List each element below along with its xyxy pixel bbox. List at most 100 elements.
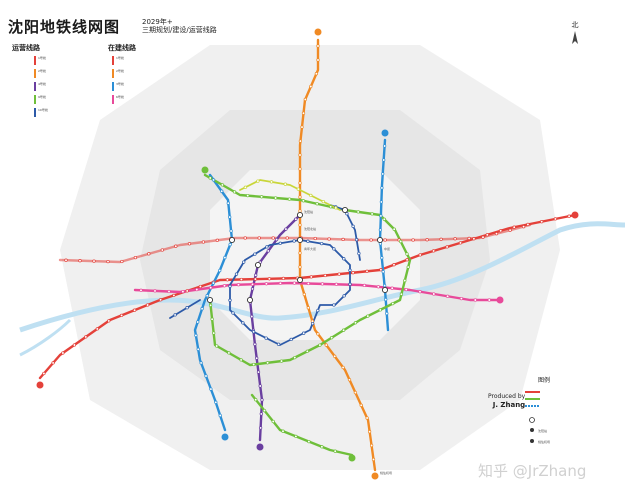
- station-dot: [222, 284, 227, 288]
- station-dot: [526, 222, 530, 227]
- north-arrow: 北: [571, 20, 579, 48]
- station-dot: [334, 282, 339, 286]
- station-dot: [106, 259, 110, 264]
- station-dot: [306, 239, 310, 243]
- station-dot: [481, 235, 485, 239]
- construction-line-swatch: [112, 95, 114, 104]
- station-dot: [302, 292, 306, 297]
- operating-line-name: 2号线: [38, 69, 46, 73]
- station-dot: [384, 297, 388, 302]
- station-dot: [185, 306, 189, 310]
- hun-river: [19, 221, 625, 333]
- station-dot: [254, 273, 258, 277]
- station-dot: [298, 167, 302, 171]
- watermark: 知乎 @JrZhang: [478, 462, 587, 480]
- station-dot: [228, 284, 232, 288]
- station-dot: [357, 251, 361, 256]
- station-dot: [303, 97, 307, 102]
- legend-airport-icon: [530, 439, 534, 443]
- station-dot: [300, 125, 304, 129]
- station-dot: [348, 268, 352, 272]
- station-dot: [439, 237, 443, 241]
- legend-interchange-icon: [529, 417, 535, 423]
- station-dot: [383, 238, 387, 242]
- station-dot: [256, 370, 261, 374]
- station-dot: [316, 332, 320, 336]
- station-dot: [382, 217, 386, 221]
- station-dot: [316, 44, 320, 48]
- station-dot: [181, 289, 185, 294]
- station-dot: [254, 398, 258, 402]
- line-2-path: [298, 38, 377, 472]
- station-dot: [324, 343, 328, 347]
- operating-line-item: 10号线: [34, 108, 52, 117]
- station-dot: [239, 358, 243, 362]
- station-dot: [353, 321, 358, 325]
- terminal-9-north: [201, 166, 209, 174]
- station-dot: [208, 303, 213, 307]
- interchange-station: [296, 211, 304, 219]
- station-dot: [243, 185, 248, 189]
- station-dot: [95, 327, 99, 331]
- terminal-1-east: [571, 211, 579, 219]
- construction-line-item: 2号线: [112, 69, 130, 78]
- station-dot: [259, 412, 263, 416]
- north-label: 北: [571, 21, 579, 29]
- construction-line-item: 6号线: [112, 95, 130, 104]
- station-dot: [485, 233, 489, 237]
- station-dot: [72, 343, 77, 347]
- station-dot: [309, 275, 313, 279]
- station-dot: [292, 281, 297, 285]
- station-dot: [467, 236, 471, 241]
- station-dot: [512, 225, 516, 229]
- station-label-4: 桃仙机场: [380, 470, 392, 475]
- station-dot: [234, 272, 239, 276]
- station-dot: [302, 331, 306, 335]
- station-dot: [445, 245, 449, 249]
- station-dot: [194, 333, 198, 338]
- station-dot: [211, 178, 216, 182]
- station-dot: [253, 277, 258, 281]
- operating-line-swatch: [34, 108, 36, 117]
- station-dot: [313, 236, 317, 241]
- station-dot: [258, 384, 262, 388]
- station-dot: [294, 217, 298, 221]
- terminal-6-east: [496, 296, 504, 304]
- station-dot: [298, 223, 302, 227]
- station-dot: [351, 271, 355, 275]
- station-dot: [371, 457, 376, 462]
- station-label-3: 青年大街: [304, 246, 316, 251]
- station-dot: [228, 242, 232, 247]
- river-branch: [19, 318, 72, 357]
- station-dot: [231, 311, 235, 315]
- station-dot: [279, 359, 284, 363]
- station-dot: [362, 283, 367, 288]
- station-dot: [212, 331, 216, 335]
- station-dot: [173, 313, 177, 317]
- station-dot: [418, 290, 422, 294]
- station-dot: [167, 289, 171, 294]
- station-dot: [209, 387, 213, 391]
- station-dot: [218, 268, 222, 273]
- station-dot: [220, 183, 225, 187]
- credit-block: Produced by J. Zhang: [488, 393, 525, 410]
- station-dot: [199, 361, 203, 365]
- station-dot: [258, 426, 263, 430]
- station-dot: [158, 298, 163, 302]
- station-dot: [366, 314, 370, 318]
- station-dot: [365, 416, 369, 420]
- interchange-station: [254, 261, 262, 269]
- station-dot: [521, 225, 526, 229]
- station-dot: [432, 292, 436, 296]
- station-dot: [281, 276, 286, 281]
- station-dot: [198, 284, 203, 289]
- station-dot: [107, 319, 111, 323]
- station-dot: [239, 277, 244, 282]
- station-dot: [223, 255, 227, 260]
- station-dot: [253, 252, 257, 256]
- station-dot: [269, 180, 274, 184]
- interchange-station: [296, 276, 304, 284]
- station-dot: [332, 303, 336, 307]
- station-dot: [242, 260, 246, 264]
- station-dot: [378, 308, 382, 312]
